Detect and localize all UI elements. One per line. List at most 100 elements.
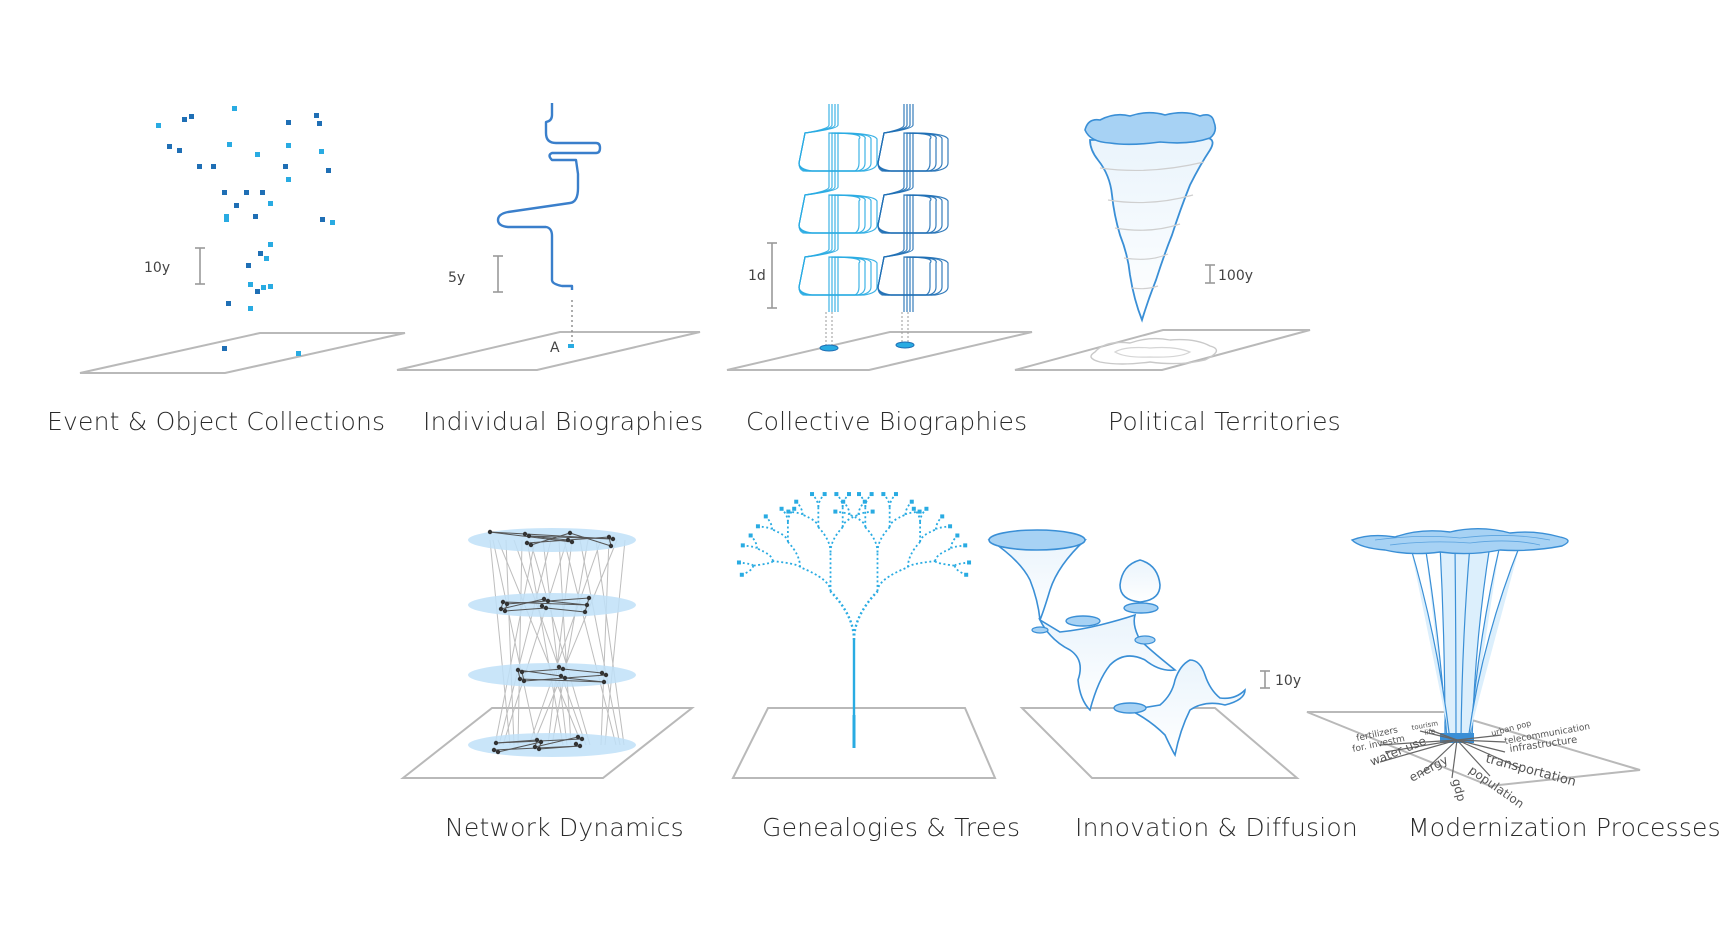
tree-leaf: [893, 492, 898, 497]
network-node: [556, 664, 562, 670]
tree-branch: [852, 590, 879, 641]
tree-leaf: [755, 524, 760, 529]
network-node: [573, 741, 579, 747]
tree-branch: [888, 493, 897, 508]
event-marker: [246, 263, 251, 268]
network-node: [526, 533, 532, 539]
biography-line: [496, 103, 602, 290]
network-node: [582, 609, 588, 615]
event-marker: [255, 289, 260, 294]
territory-volume: [1089, 137, 1214, 323]
variable-axis: [1429, 729, 1458, 741]
event-marker: [244, 190, 249, 195]
scale-label: 10y: [1275, 673, 1301, 689]
event-marker: [197, 164, 202, 169]
variable-axis: [1451, 739, 1458, 779]
network-node: [517, 676, 523, 682]
variable-axis: [1456, 739, 1491, 777]
network-edge: [502, 601, 588, 606]
event-marker: [222, 190, 227, 195]
tree-branch: [953, 561, 970, 567]
event-marker: [286, 143, 291, 148]
tree-branch: [753, 560, 774, 567]
caption-political-territories: Political Territories: [1108, 407, 1341, 436]
tree-leaf: [792, 506, 797, 511]
tree-leaf: [834, 492, 839, 497]
tree-leaf: [841, 499, 846, 504]
panel-modernization-processes: water useenergygdppopulationtransportati…: [1306, 528, 1641, 811]
diffusion-volumes: [987, 539, 1246, 758]
temporal-link: [489, 539, 511, 746]
network-edge: [528, 535, 569, 541]
network-node: [498, 606, 504, 612]
tree-branch: [842, 501, 851, 515]
tree-branch: [876, 566, 909, 592]
tree-leaf: [940, 514, 945, 519]
tree-branch: [934, 560, 955, 567]
panel-event-object-collections: 10y: [79, 106, 406, 374]
territory-top-surface: [1084, 111, 1217, 146]
location-point: [568, 344, 574, 348]
network-node: [599, 670, 605, 676]
network-node: [524, 540, 530, 546]
event-marker: [227, 142, 232, 147]
tree-branch: [756, 547, 774, 562]
scale-bar: [195, 247, 205, 285]
event-marker: [320, 217, 325, 222]
event-marker: [248, 282, 253, 287]
temporal-link: [595, 539, 625, 746]
tree-leaf: [870, 509, 875, 514]
panel-political-territories: 100y: [1014, 111, 1311, 371]
panel-innovation-diffusion: 10y: [987, 529, 1301, 779]
network-layer: [468, 733, 636, 757]
tree-leaf: [869, 492, 874, 497]
biography-bundles: [798, 104, 949, 352]
tree-leaf: [963, 543, 968, 548]
genealogy-tree: [736, 492, 972, 748]
tree-leaf: [833, 509, 838, 514]
event-marker: [286, 120, 291, 125]
base-plane: [396, 331, 701, 371]
network-edge: [493, 745, 581, 751]
network-edge: [562, 668, 603, 674]
network-edge: [504, 607, 547, 612]
tree-leaf: [779, 506, 784, 511]
tree-branch: [907, 541, 921, 568]
tree-leaf: [967, 560, 972, 565]
tree-branch: [771, 528, 789, 543]
tree-leaf: [955, 533, 960, 538]
process-hub: [1440, 733, 1474, 743]
event-marker: [156, 123, 161, 128]
tree-branch: [757, 525, 773, 530]
network-edge: [497, 741, 542, 753]
temporal-link: [542, 539, 568, 746]
scale-bar: [1205, 264, 1215, 284]
tree-branch: [841, 493, 850, 508]
tree-branch: [772, 560, 801, 568]
tree-branch: [829, 526, 844, 553]
network-node: [504, 601, 510, 607]
event-marker: [167, 144, 172, 149]
tree-branch: [907, 560, 936, 568]
tree-branch: [795, 501, 804, 515]
temporal-link: [558, 539, 572, 746]
tree-leaf: [794, 499, 799, 504]
caption-event-object-collections: Event & Object Collections: [47, 407, 386, 436]
network-node: [558, 673, 564, 679]
tree-leaf: [810, 492, 815, 497]
tree-branch: [953, 565, 967, 576]
location-label: A: [550, 340, 560, 356]
event-marker: [268, 201, 273, 206]
base-plane: [726, 331, 1033, 371]
variable-axis: [1419, 730, 1458, 741]
event-marker: [211, 164, 216, 169]
caption-network-dynamics: Network Dynamics: [445, 813, 684, 842]
tree-leaf: [881, 492, 886, 497]
territory-contours: [1099, 161, 1205, 290]
base-plane: [79, 332, 406, 374]
temporal-link: [502, 539, 568, 746]
temporal-link: [492, 539, 538, 746]
event-markers: [156, 106, 335, 356]
network-node: [487, 529, 493, 535]
